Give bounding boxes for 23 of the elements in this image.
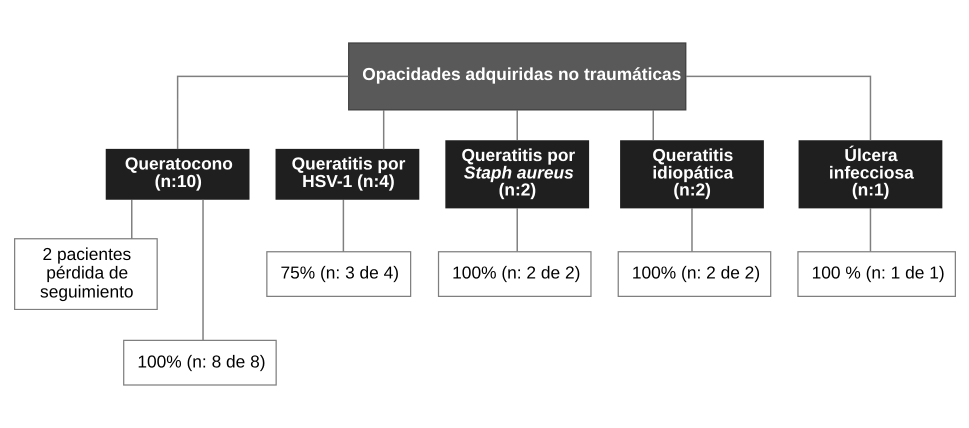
node-box: 75% (n: 3 de 4) xyxy=(266,251,411,298)
node-box: Queratitis por HSV-1 (n:4) xyxy=(275,148,419,200)
node-box: 100% (n: 2 de 2) xyxy=(617,251,771,298)
connector xyxy=(342,200,344,252)
connector xyxy=(516,208,518,252)
node-box: Queratitis por Staph aureus (n:2) xyxy=(444,140,589,208)
connector xyxy=(202,199,204,340)
node-box: Úlcera infecciosa (n:1) xyxy=(798,140,942,208)
connector xyxy=(382,110,384,150)
connector xyxy=(652,110,654,141)
node-box: Opacidades adquiridas no traumáticas xyxy=(348,42,686,110)
connector xyxy=(130,200,132,239)
connector xyxy=(690,208,692,252)
node-box: Queratocono (n:10) xyxy=(105,148,249,200)
connector xyxy=(869,208,871,252)
node-box: Queratitis idiopática (n:2) xyxy=(620,140,764,208)
node-box: 100 % (n: 1 de 1) xyxy=(796,251,956,298)
connector xyxy=(516,110,518,141)
node-box: 100% (n: 8 de 8) xyxy=(122,340,276,386)
node-box: 2 pacientes pérdida de seguimiento xyxy=(14,238,158,310)
node-box: 100% (n: 2 de 2) xyxy=(437,251,592,298)
connector xyxy=(686,76,871,141)
connector xyxy=(176,76,348,150)
